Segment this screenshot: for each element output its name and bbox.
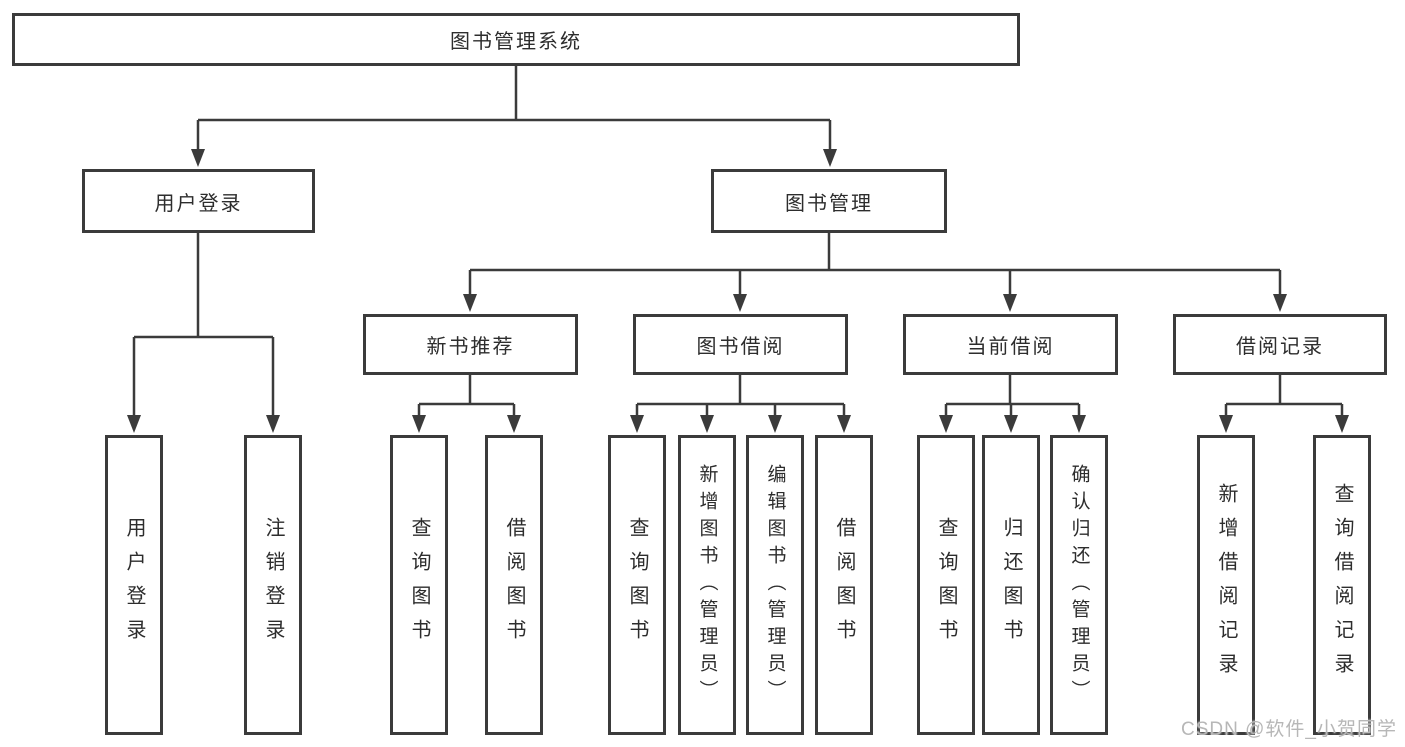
node-user-login: 用户登录 — [82, 169, 315, 233]
leaf-nb-query-books: 查询图书 — [390, 435, 448, 735]
node-library-system: 图书管理系统 — [12, 13, 1020, 66]
leaf-cb-confirm-return-admin: 确认归还（管理员） — [1050, 435, 1108, 735]
node-label: 查询图书 — [408, 517, 430, 653]
leaf-nb-borrow-books: 借阅图书 — [485, 435, 543, 735]
leaf-cb-return-books: 归还图书 — [982, 435, 1040, 735]
node-label: 图书管理 — [785, 192, 873, 215]
node-label: 注销登录 — [262, 517, 284, 653]
node-label: 查询借阅记录 — [1331, 483, 1353, 687]
node-label: 用户登录 — [123, 517, 145, 653]
node-label: 查询图书 — [626, 517, 648, 653]
node-label: 查询图书 — [935, 517, 957, 653]
node-borrow-record: 借阅记录 — [1173, 314, 1387, 375]
leaf-br-add-record: 新增借阅记录 — [1197, 435, 1255, 735]
leaf-logout: 注销登录 — [244, 435, 302, 735]
node-label: 借阅图书 — [833, 517, 855, 653]
node-label: 图书借阅 — [696, 336, 785, 358]
node-label: 新增图书（管理员） — [696, 463, 718, 707]
node-label: 新书推荐 — [426, 336, 515, 358]
node-label: 借阅图书 — [503, 517, 525, 653]
node-book-management: 图书管理 — [711, 169, 947, 233]
node-label: 归还图书 — [1000, 517, 1022, 653]
node-label: 用户登录 — [154, 192, 243, 215]
leaf-cb-query-books: 查询图书 — [917, 435, 975, 735]
node-label: 确认归还（管理员） — [1068, 463, 1090, 707]
node-label: 借阅记录 — [1236, 336, 1324, 358]
node-label: 新增借阅记录 — [1215, 483, 1237, 687]
leaf-br-query-record: 查询借阅记录 — [1313, 435, 1371, 735]
node-label: 图书管理系统 — [450, 31, 582, 53]
arrowheads — [127, 149, 1349, 433]
node-book-borrow: 图书借阅 — [633, 314, 848, 375]
leaf-bb-query-books: 查询图书 — [608, 435, 666, 735]
node-new-book-recommend: 新书推荐 — [363, 314, 578, 375]
leaf-bb-edit-books-admin: 编辑图书（管理员） — [746, 435, 804, 735]
node-label: 当前借阅 — [966, 336, 1055, 358]
csdn-watermark: CSDN @软件_小贺同学 — [1181, 719, 1397, 740]
leaf-user-login: 用户登录 — [105, 435, 163, 735]
leaf-bb-borrow-books: 借阅图书 — [815, 435, 873, 735]
leaf-bb-add-books-admin: 新增图书（管理员） — [678, 435, 736, 735]
node-label: 编辑图书（管理员） — [764, 463, 786, 707]
node-current-borrow: 当前借阅 — [903, 314, 1118, 375]
